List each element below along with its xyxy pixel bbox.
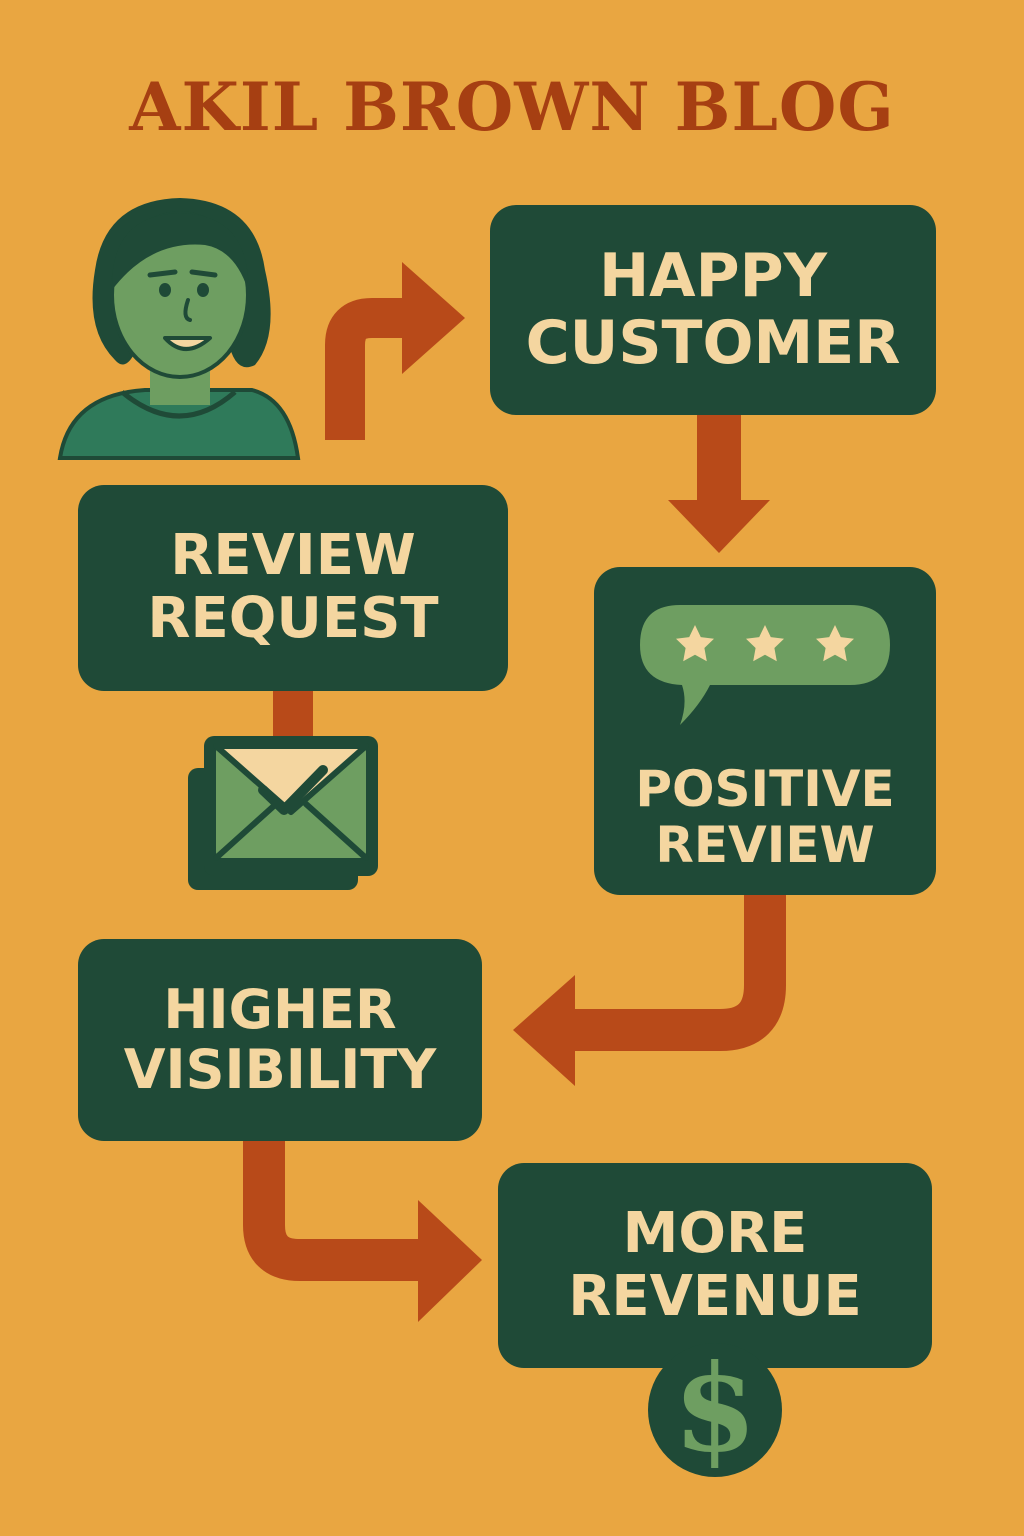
envelope-check-icon (188, 736, 378, 890)
step-review-request-line-2: REQUEST (147, 586, 439, 651)
step-more-revenue: MORE REVENUE (498, 1163, 932, 1368)
arrow-review-to-happy (325, 262, 465, 440)
arrow-happy-to-positive (668, 413, 770, 553)
step-higher-visibility-line-1: HIGHER (163, 977, 397, 1041)
step-positive-review-line-1: POSITIVE (635, 760, 895, 818)
step-happy-customer-line-1: HAPPY (598, 240, 828, 311)
step-higher-visibility-line-2: VISIBILITY (123, 1038, 437, 1101)
person-avatar-icon (57, 198, 301, 460)
step-positive-review-line-2: REVIEW (655, 816, 875, 874)
arrow-request-to-email (273, 688, 313, 738)
step-happy-customer: HAPPY CUSTOMER (490, 205, 936, 415)
step-review-request-line-1: REVIEW (170, 523, 416, 589)
step-happy-customer-line-2: CUSTOMER (525, 308, 901, 378)
page-title: AKIL BROWN BLOG (129, 68, 895, 146)
step-positive-review: POSITIVE REVIEW (594, 567, 936, 895)
arrow-positive-to-higher (513, 893, 786, 1086)
svg-text:$: $ (673, 1340, 757, 1479)
arrow-higher-to-revenue (243, 1140, 482, 1322)
dollar-coin-icon: $ (648, 1340, 782, 1479)
three-star-speech-bubble-icon (640, 605, 890, 725)
step-higher-visibility: HIGHER VISIBILITY (78, 939, 482, 1141)
step-more-revenue-line-1: MORE (622, 1200, 808, 1266)
step-more-revenue-line-2: REVENUE (568, 1263, 862, 1329)
step-review-request: REVIEW REQUEST (78, 485, 508, 691)
